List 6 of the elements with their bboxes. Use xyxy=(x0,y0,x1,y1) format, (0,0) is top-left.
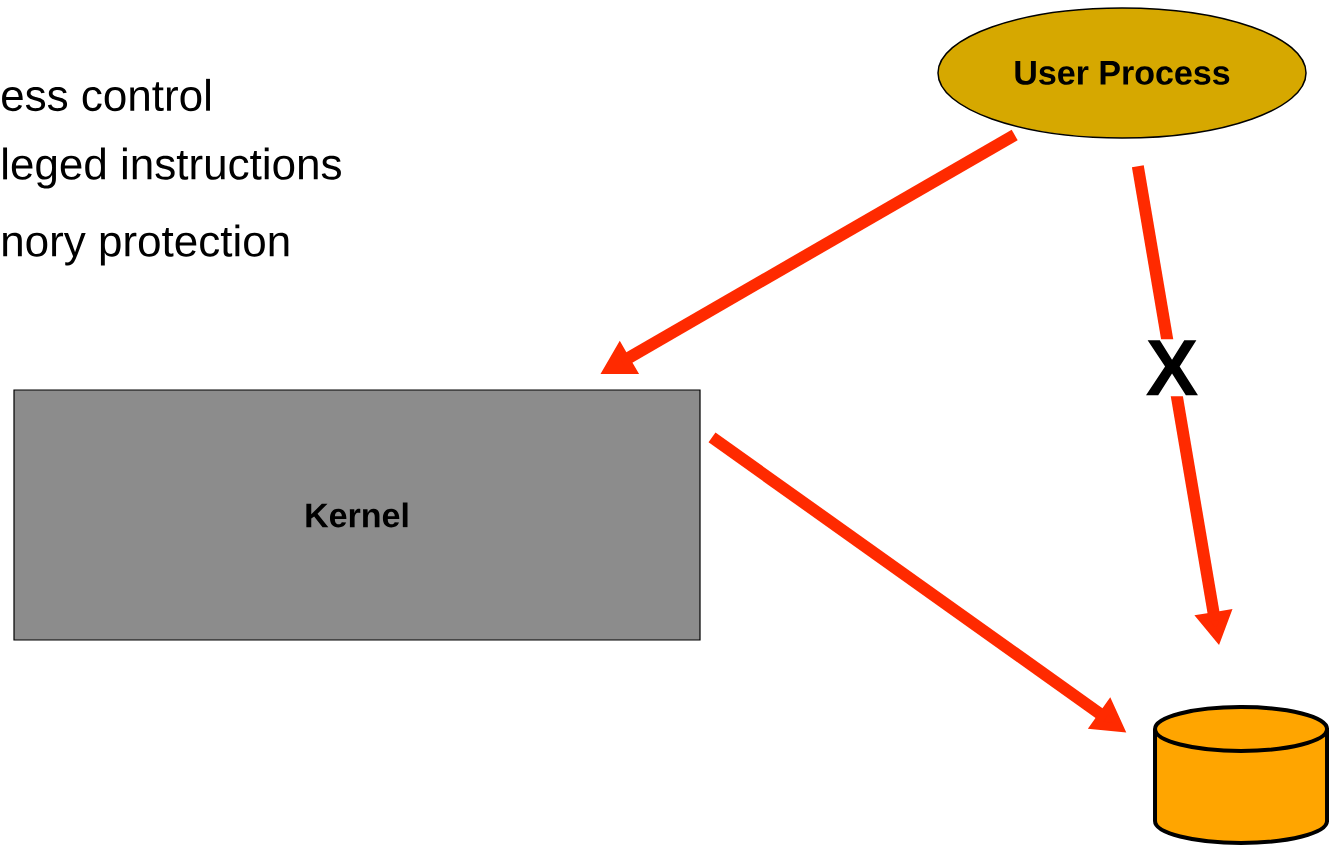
list-text: nory protection xyxy=(3,224,289,266)
kernel-box: Kernel xyxy=(13,389,701,641)
edge-label: X xyxy=(1144,339,1200,397)
list-text: leged instructions xyxy=(3,147,341,189)
list-text: ess control xyxy=(2,78,210,112)
storage-cylinder xyxy=(1153,705,1329,845)
